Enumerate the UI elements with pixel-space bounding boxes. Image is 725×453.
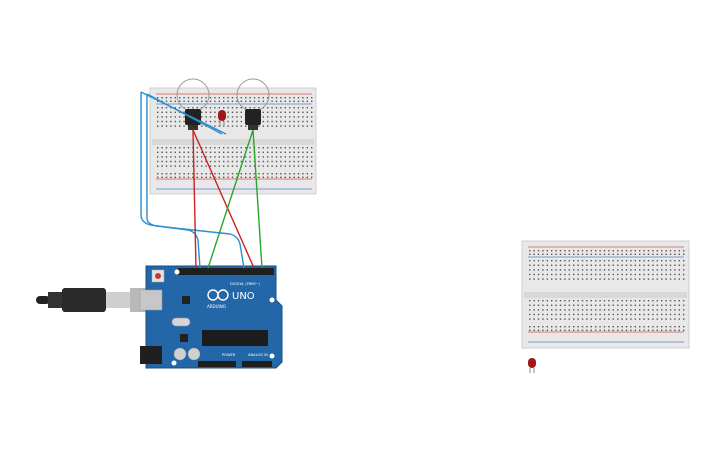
atmega-chip: [202, 330, 268, 346]
power-jack: [140, 346, 162, 364]
wires: [140, 91, 263, 269]
reset-button-cap: [155, 273, 161, 279]
arduino-logo: [207, 289, 229, 301]
board-brand-label: ARDUINO: [207, 304, 226, 309]
green-wire-2[interactable]: [252, 129, 263, 269]
power-header[interactable]: [198, 361, 236, 367]
red-wire-1[interactable]: [192, 129, 197, 269]
digital-header[interactable]: [178, 268, 274, 275]
green-wire-1[interactable]: [207, 129, 254, 269]
left-breadboard[interactable]: [149, 87, 317, 195]
red-led-on-board[interactable]: [218, 110, 226, 127]
arduino-uno-board[interactable]: UNO ARDUINO DIGITAL (PWM~) POWER ANALOG …: [139, 265, 283, 369]
servo-2[interactable]: [236, 78, 270, 130]
right-breadboard[interactable]: [521, 240, 690, 349]
red-led-loose[interactable]: [528, 358, 536, 373]
power-label: POWER: [222, 353, 236, 357]
digital-label: DIGITAL (PWM~): [230, 282, 260, 286]
board-model-label: UNO: [232, 291, 255, 302]
blue-wire-4[interactable]: [146, 93, 223, 135]
analog-label: ANALOG IN: [248, 353, 268, 357]
red-wire-2[interactable]: [192, 129, 255, 269]
blue-wire-2[interactable]: [146, 94, 245, 269]
right-breadboard-holes: [529, 250, 685, 331]
analog-header[interactable]: [242, 361, 272, 367]
usb-port: [139, 289, 163, 311]
